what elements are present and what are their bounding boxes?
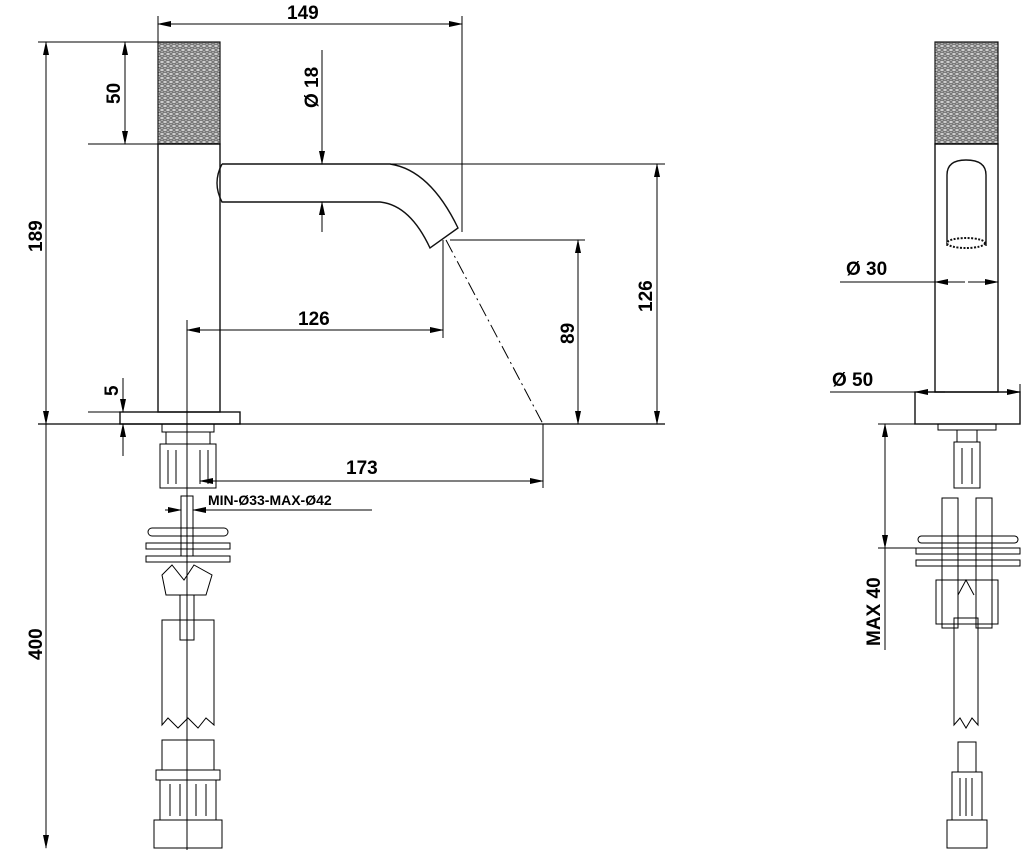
- dim-89: 89: [558, 323, 579, 344]
- dim-body-diameter: Ø 30: [846, 259, 887, 280]
- knurled-handle-front: [934, 41, 999, 145]
- dim-50: 50: [104, 83, 125, 104]
- nut-front: [937, 423, 997, 431]
- dim-126-horizontal: 126: [298, 309, 330, 330]
- dim-173: 173: [346, 458, 378, 479]
- dimensions-side: 149 50 189 Ø 18 126 89 126 173: [26, 3, 665, 850]
- spout-outlet: [946, 159, 987, 246]
- spout: [216, 163, 459, 250]
- fixing-assembly: [145, 423, 231, 849]
- base-plate: [119, 411, 241, 425]
- side-view: 149 50 189 Ø 18 126 89 126 173: [26, 3, 665, 850]
- dim-400: 400: [26, 628, 47, 660]
- dim-189: 189: [26, 220, 47, 252]
- knurled-handle: [157, 41, 221, 145]
- dim-hole-diameter: MIN-Ø33-MAX-Ø42: [208, 492, 332, 508]
- dim-5: 5: [102, 385, 123, 396]
- aerator: [946, 237, 986, 249]
- dim-149: 149: [287, 3, 319, 24]
- dim-max-40: MAX 40: [864, 577, 885, 646]
- dim-base-diameter: Ø 50: [832, 370, 873, 391]
- dimensions-front: Ø 30 Ø 50 MAX 40: [830, 259, 1021, 650]
- base-plate-front: [914, 391, 1021, 425]
- faucet-body: [157, 143, 221, 413]
- dim-126-vertical: 126: [636, 280, 657, 312]
- faucet-body-front: [934, 143, 999, 393]
- front-view: Ø 30 Ø 50 MAX 40: [830, 41, 1021, 849]
- dim-spout-diameter: Ø 18: [302, 67, 323, 108]
- fixing-assembly-front: [915, 429, 1021, 849]
